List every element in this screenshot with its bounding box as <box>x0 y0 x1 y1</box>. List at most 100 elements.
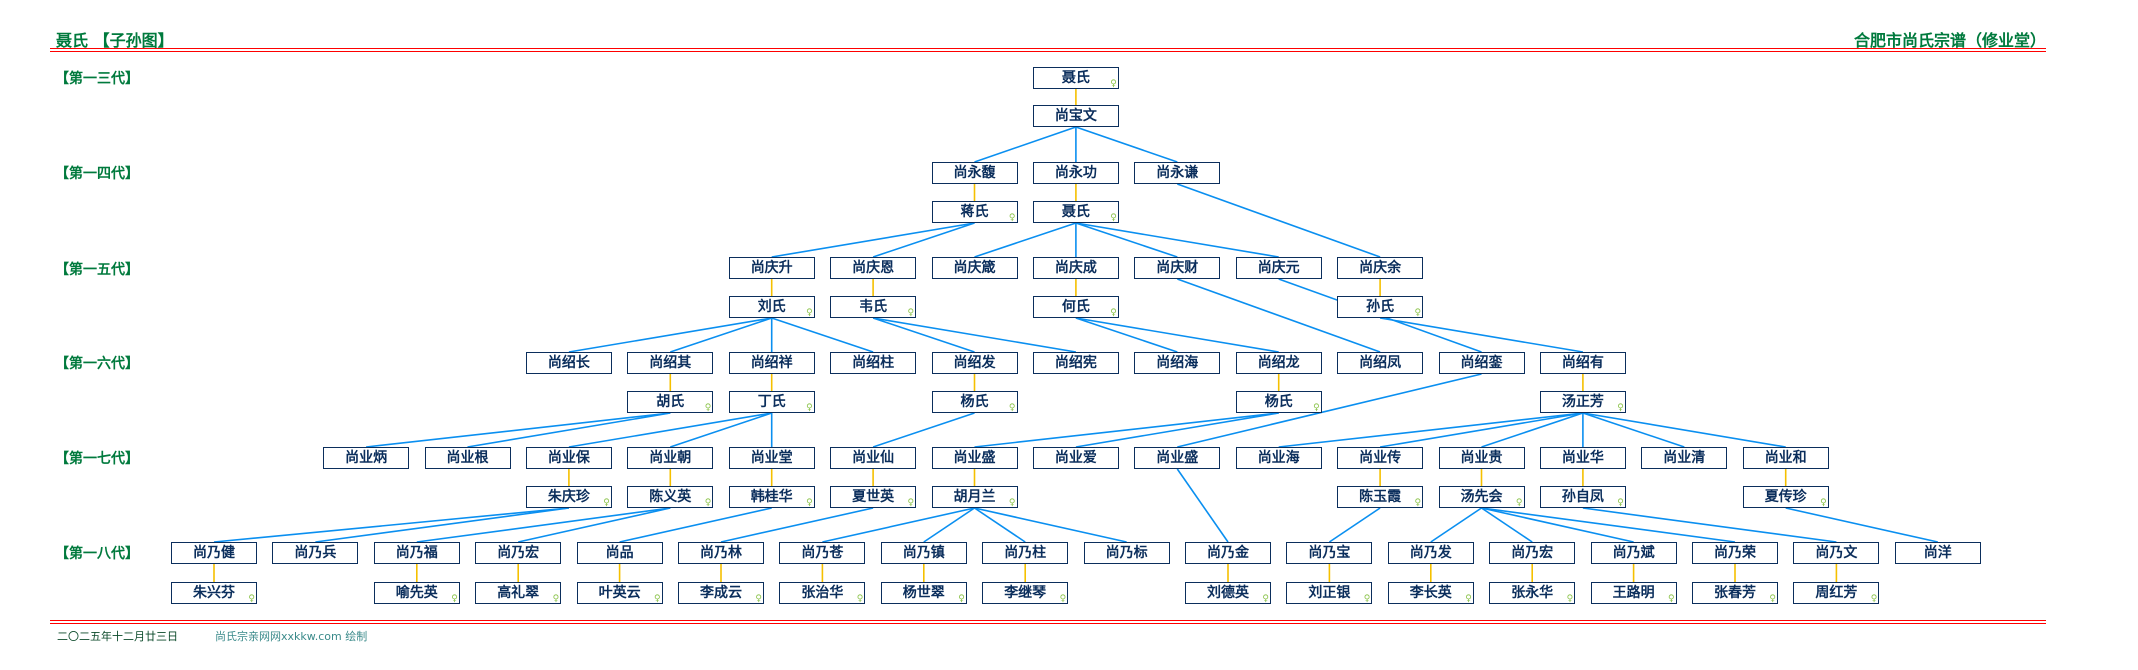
person-name: 尚业仙 <box>852 450 895 466</box>
spouse-box[interactable]: 高礼翠♀ <box>475 582 562 604</box>
spouse-box[interactable]: 韦氏♀ <box>830 296 917 318</box>
person-box[interactable]: 尚乃标 <box>1083 542 1170 564</box>
person-box[interactable]: 尚绍銮 <box>1438 352 1525 374</box>
person-box[interactable]: 尚乃兵 <box>272 542 359 564</box>
person-box[interactable]: 尚庆元 <box>1235 257 1322 279</box>
person-box[interactable]: 尚乃林 <box>678 542 764 564</box>
person-box[interactable]: 尚绍有 <box>1539 352 1626 374</box>
person-box[interactable]: 尚业海 <box>1235 447 1322 469</box>
person-box[interactable]: 尚业传 <box>1337 447 1424 469</box>
spouse-box[interactable]: 胡氏♀ <box>627 391 714 413</box>
person-box[interactable]: 尚业盛 <box>931 447 1018 469</box>
spouse-box[interactable]: 汤正芳♀ <box>1539 391 1626 413</box>
person-box[interactable]: 尚业贵 <box>1438 447 1525 469</box>
person-box[interactable]: 尚业和 <box>1742 447 1829 469</box>
spouse-box[interactable]: 韩桂华♀ <box>728 486 815 508</box>
person-box[interactable]: 尚庆升 <box>728 257 815 279</box>
person-box[interactable]: 尚乃宏 <box>475 542 562 564</box>
person-box[interactable]: 尚永馥 <box>931 162 1018 184</box>
person-box[interactable]: 尚乃镇 <box>880 542 967 564</box>
spouse-box[interactable]: 夏传珍♀ <box>1742 486 1829 508</box>
person-box[interactable]: 尚庆余 <box>1337 257 1424 279</box>
person-box[interactable]: 尚绍长 <box>525 352 612 374</box>
person-box[interactable]: 尚绍凤 <box>1337 352 1424 374</box>
person-box[interactable]: 尚绍祥 <box>728 352 815 374</box>
person-box[interactable]: 尚绍宪 <box>1032 352 1119 374</box>
person-box[interactable]: 尚乃金 <box>1185 542 1271 564</box>
person-box[interactable]: 尚业华 <box>1539 447 1626 469</box>
spouse-box[interactable]: 李成云♀ <box>678 582 764 604</box>
person-box[interactable]: 尚业堂 <box>728 447 815 469</box>
spouse-box[interactable]: 汤先会♀ <box>1438 486 1525 508</box>
spouse-box[interactable]: 陈义英♀ <box>627 486 714 508</box>
person-box[interactable]: 尚乃荣 <box>1692 542 1778 564</box>
female-icon: ♀ <box>1465 594 1472 604</box>
person-box[interactable]: 尚庆恩 <box>830 257 917 279</box>
person-box[interactable]: 尚乃福 <box>373 542 460 564</box>
spouse-box[interactable]: 陈玉霞♀ <box>1337 486 1424 508</box>
descent-line <box>1481 412 1584 448</box>
person-box[interactable]: 尚业根 <box>424 447 511 469</box>
person-box[interactable]: 尚庆成 <box>1032 257 1119 279</box>
person-box[interactable]: 尚洋 <box>1894 542 1981 564</box>
spouse-box[interactable]: 朱庆珍♀ <box>525 486 612 508</box>
person-box[interactable]: 尚绍其 <box>627 352 714 374</box>
person-box[interactable]: 尚庆箴 <box>931 257 1018 279</box>
spouse-box[interactable]: 刘正银♀ <box>1286 582 1373 604</box>
spouse-box[interactable]: 何氏♀ <box>1032 296 1119 318</box>
spouse-box[interactable]: 朱兴芬♀ <box>171 582 257 604</box>
person-box[interactable]: 尚永谦 <box>1134 162 1221 184</box>
person-box[interactable]: 尚业爱 <box>1032 447 1119 469</box>
person-box[interactable]: 尚乃苍 <box>779 542 866 564</box>
person-box[interactable]: 尚乃宏 <box>1489 542 1576 564</box>
spouse-box[interactable]: 聂氏♀ <box>1032 201 1119 223</box>
spouse-box[interactable]: 喻先英♀ <box>373 582 460 604</box>
person-box[interactable]: 尚乃文 <box>1793 542 1880 564</box>
person-box[interactable]: 尚业保 <box>525 447 612 469</box>
spouse-box[interactable]: 李长英♀ <box>1387 582 1474 604</box>
spouse-box[interactable]: 孙氏♀ <box>1337 296 1424 318</box>
person-box[interactable]: 尚绍发 <box>931 352 1018 374</box>
descent-line <box>1582 507 1837 543</box>
spouse-box[interactable]: 胡月兰♀ <box>931 486 1018 508</box>
person-box[interactable]: 尚绍柱 <box>830 352 917 374</box>
person-box[interactable]: 尚绍龙 <box>1235 352 1322 374</box>
person-box[interactable]: 尚庆财 <box>1134 257 1221 279</box>
person-box[interactable]: 尚永功 <box>1032 162 1119 184</box>
spouse-box[interactable]: 张春芳♀ <box>1692 582 1778 604</box>
person-box[interactable]: 尚业盛 <box>1134 447 1221 469</box>
person-box[interactable]: 尚乃宝 <box>1286 542 1373 564</box>
spouse-box[interactable]: 夏世英♀ <box>830 486 917 508</box>
person-box[interactable]: 尚绍海 <box>1134 352 1221 374</box>
spouse-box[interactable]: 尚宝文 <box>1032 105 1119 127</box>
person-name: 刘正银 <box>1308 585 1351 601</box>
spouse-box[interactable]: 孙自凤♀ <box>1539 486 1626 508</box>
person-box[interactable]: 尚业炳 <box>323 447 410 469</box>
person-box[interactable]: 尚乃发 <box>1387 542 1474 564</box>
spouse-box[interactable]: 蒋氏♀ <box>931 201 1018 223</box>
spouse-box[interactable]: 杨氏♀ <box>931 391 1018 413</box>
female-icon: ♀ <box>248 594 255 604</box>
footer-date: 二〇二五年十二月廿三日 <box>57 630 178 643</box>
person-box[interactable]: 尚业仙 <box>830 447 917 469</box>
person-box[interactable]: 聂氏♀ <box>1032 67 1119 89</box>
spouse-box[interactable]: 杨氏♀ <box>1235 391 1322 413</box>
person-name: 韦氏 <box>859 299 888 315</box>
spouse-box[interactable]: 王路明♀ <box>1590 582 1677 604</box>
spouse-box[interactable]: 李继琴♀ <box>982 582 1069 604</box>
person-name: 尚乃镇 <box>902 545 945 561</box>
spouse-box[interactable]: 刘德英♀ <box>1185 582 1271 604</box>
spouse-box[interactable]: 丁氏♀ <box>728 391 815 413</box>
spouse-box[interactable]: 杨世翠♀ <box>880 582 967 604</box>
person-box[interactable]: 尚乃柱 <box>982 542 1069 564</box>
person-box[interactable]: 尚乃健 <box>171 542 257 564</box>
spouse-box[interactable]: 叶英云♀ <box>576 582 663 604</box>
spouse-box[interactable]: 张永华♀ <box>1489 582 1576 604</box>
person-box[interactable]: 尚业清 <box>1641 447 1728 469</box>
spouse-box[interactable]: 张治华♀ <box>779 582 866 604</box>
person-box[interactable]: 尚乃斌 <box>1590 542 1677 564</box>
person-box[interactable]: 尚业朝 <box>627 447 714 469</box>
person-box[interactable]: 尚品 <box>576 542 663 564</box>
spouse-box[interactable]: 刘氏♀ <box>728 296 815 318</box>
spouse-box[interactable]: 周红芳♀ <box>1793 582 1880 604</box>
